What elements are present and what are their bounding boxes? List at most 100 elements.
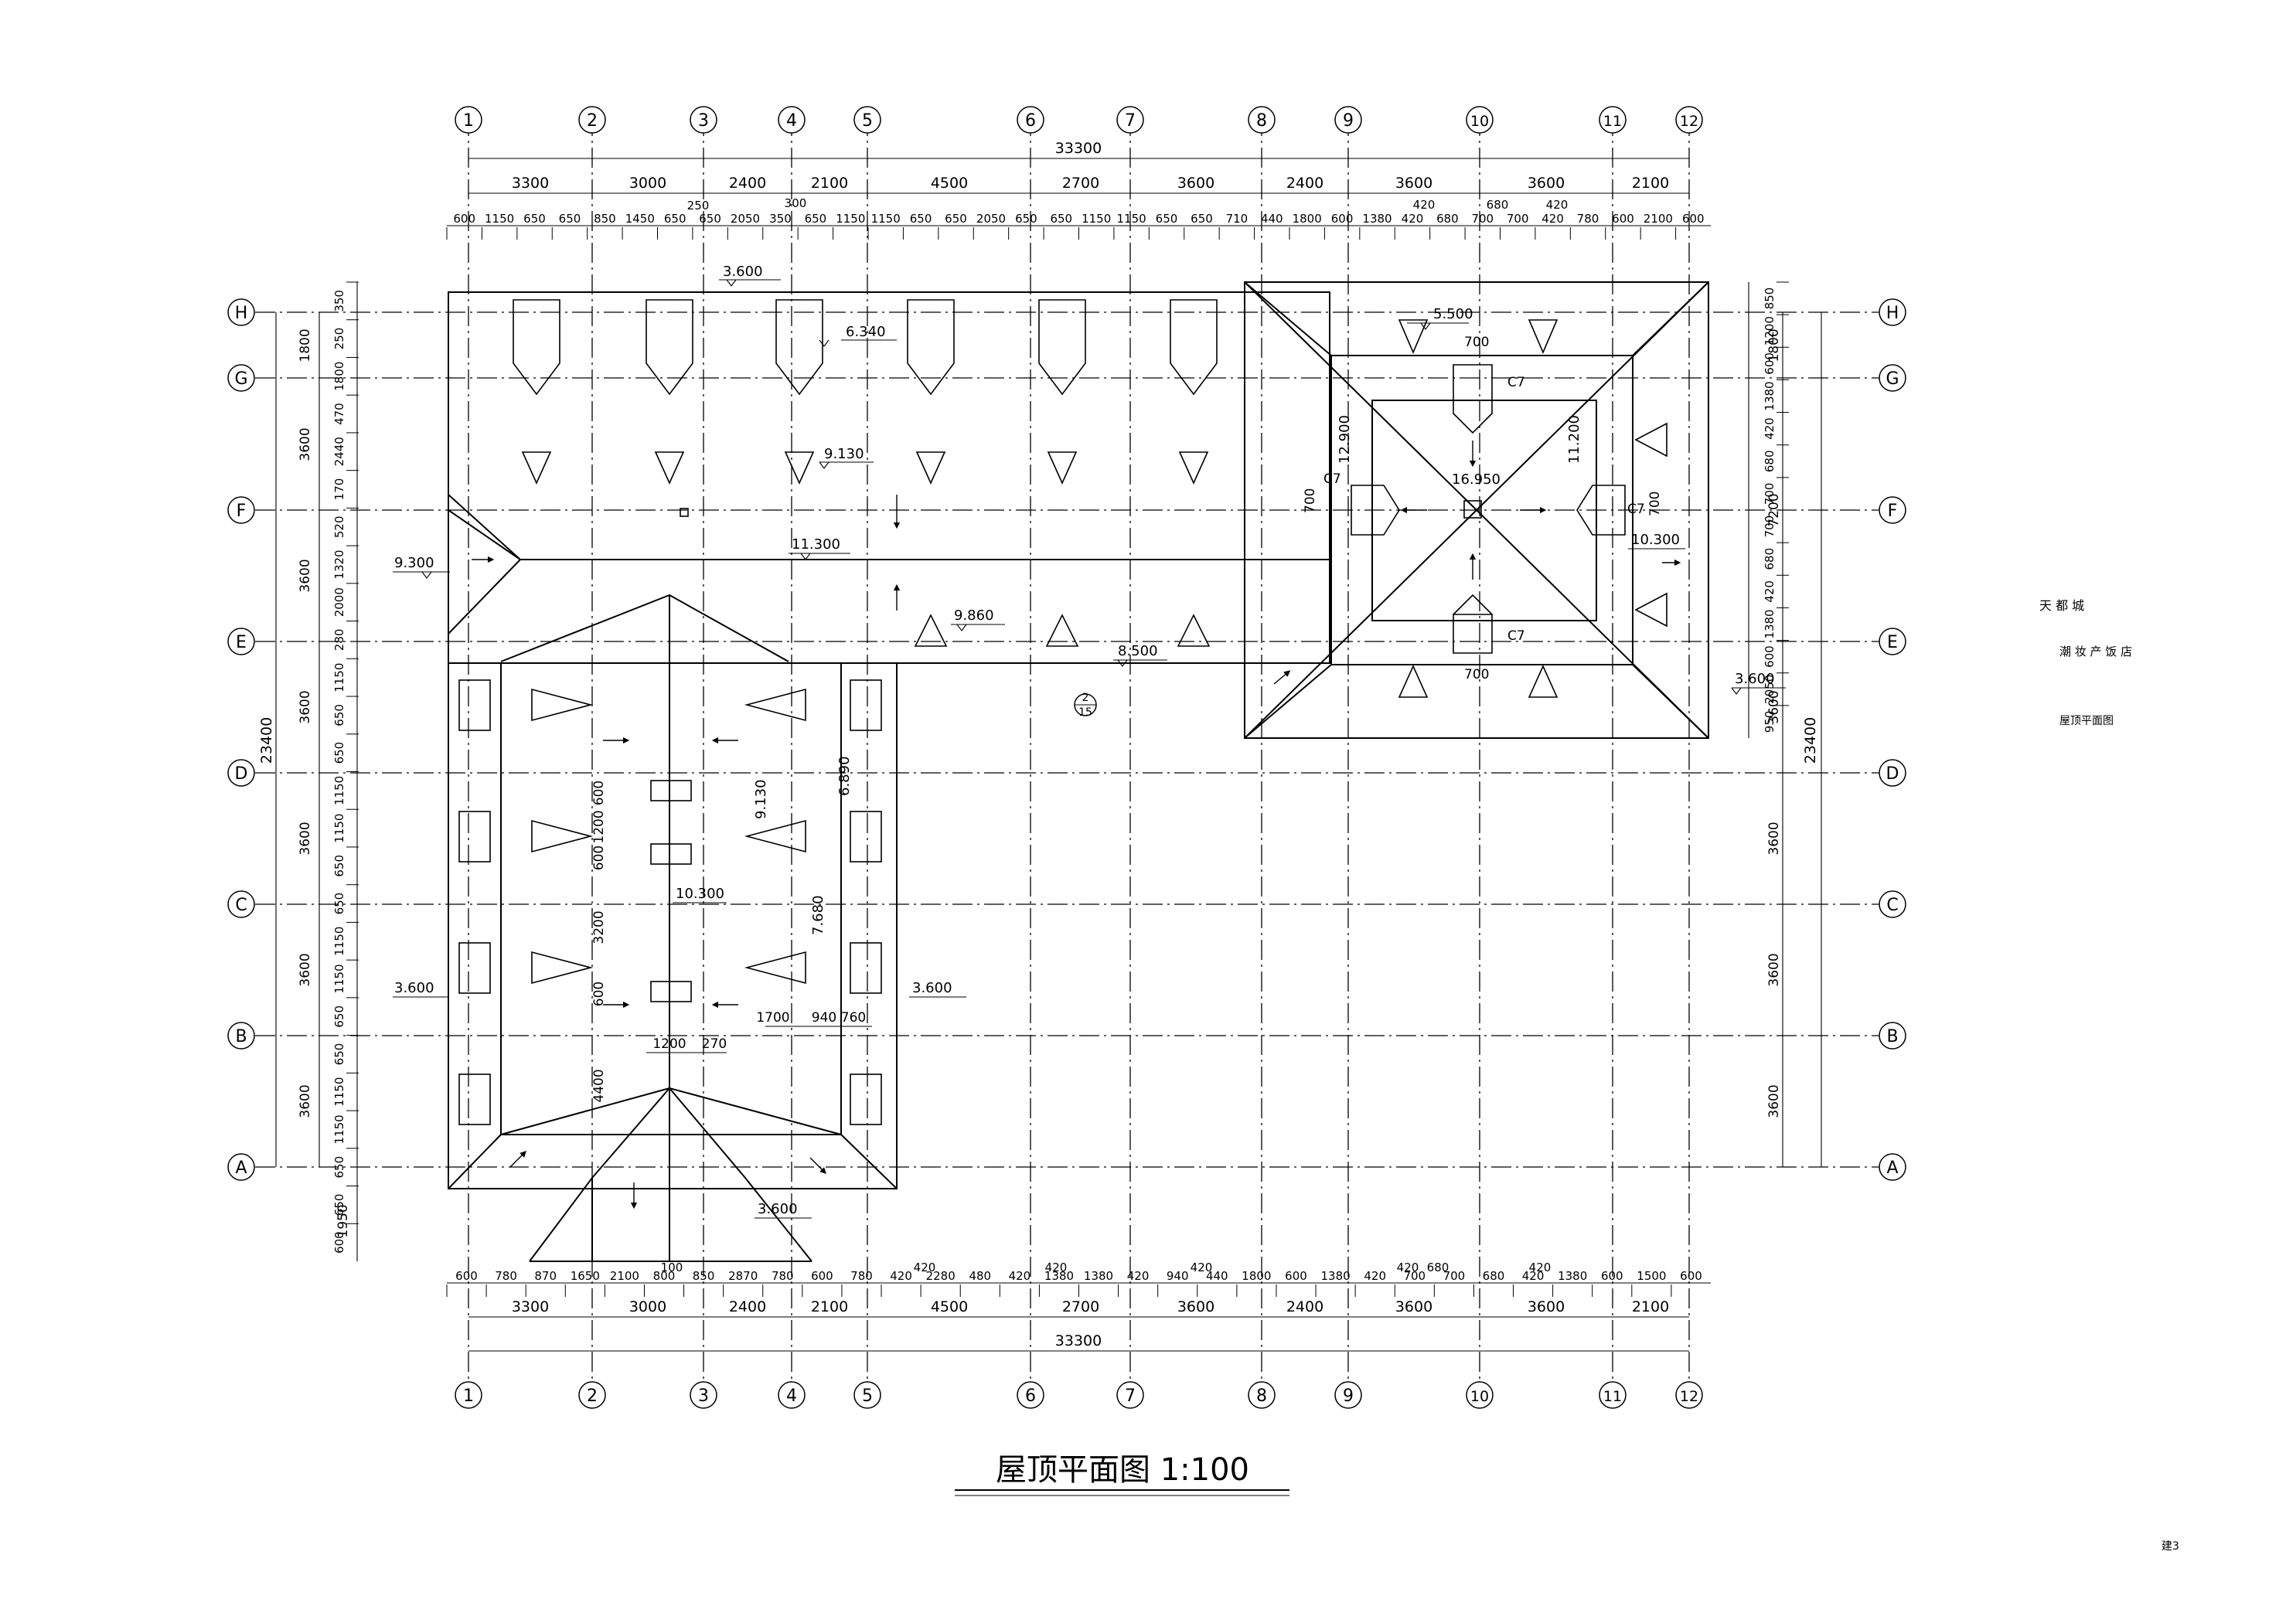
svg-text:10.300: 10.300 xyxy=(1631,532,1680,548)
inner-dim-600a: 600 xyxy=(591,781,607,805)
chain-top-label-21: 650 xyxy=(1156,212,1178,226)
tower-roof-inner xyxy=(1330,355,1633,665)
window-dim-3: 700 xyxy=(1647,492,1663,516)
chain-right-label-8: 700 xyxy=(1763,515,1777,538)
bottom-extra-100: 100 xyxy=(661,1261,683,1274)
elevation-10300-wing: 10.300 xyxy=(673,886,727,903)
chain-bottom-label-30: 600 xyxy=(1601,1269,1623,1283)
inner-dim-940: 940 xyxy=(812,1010,836,1026)
bottom-axis-dim-6: 2700 xyxy=(1062,1298,1099,1315)
chain-top-label-7: 650 xyxy=(664,212,686,226)
inner-dim-4400: 4400 xyxy=(591,1069,607,1102)
elevation-12900: 12.900 xyxy=(1337,415,1353,464)
chain-top-label-20: 1150 xyxy=(1117,212,1146,226)
chain-bottom-label-7: 850 xyxy=(693,1269,715,1283)
chain-left-label-14: 1150 xyxy=(332,776,346,805)
chain-bottom-label-28: 420 xyxy=(1522,1269,1545,1283)
chain-left-label-8: 1320 xyxy=(332,550,346,579)
bottom-axis-dim-5: 4500 xyxy=(931,1298,968,1315)
chain-right-label-1: 850 xyxy=(1763,288,1777,310)
elevation-8500: 8.500 xyxy=(1113,643,1167,667)
bottom-extra-420c: 420 xyxy=(1191,1261,1213,1274)
elevation-9130: 9.130 xyxy=(819,446,874,469)
chain-left-label-3: 1800 xyxy=(332,362,346,391)
chain-bottom-label-19: 940 xyxy=(1167,1269,1189,1283)
chain-left-label-20: 650 xyxy=(332,1005,346,1028)
axis-top-12: 12 xyxy=(1680,113,1698,130)
chain-right-label-3: 600 xyxy=(1763,352,1777,375)
chain-top-label-22: 650 xyxy=(1191,212,1213,226)
top-axis-dim-8: 2400 xyxy=(1286,175,1323,192)
svg-text:9.130: 9.130 xyxy=(824,446,864,462)
chain-bottom-label-9: 780 xyxy=(772,1269,794,1283)
axis-bubbles xyxy=(227,106,1906,1409)
axis-top-4: 4 xyxy=(786,111,797,131)
extra-dimensions: 250 300 420 680 420 100 420 420 420 420 … xyxy=(661,196,1569,1274)
right-axis-dim-2: 7200 xyxy=(1766,493,1782,526)
slope-arrows xyxy=(472,441,1681,1210)
chain-bottom-label-21: 1800 xyxy=(1242,1269,1271,1283)
axis-bottom-8: 8 xyxy=(1256,1387,1267,1406)
chain-left-label-16: 650 xyxy=(332,855,346,877)
main-roof-ridge xyxy=(448,494,1330,560)
south-wing-outline xyxy=(448,662,898,1189)
bottom-axis-dim-9: 3600 xyxy=(1395,1298,1432,1315)
chain-right-label-6: 680 xyxy=(1763,450,1777,472)
chain-bottom-label-31: 1500 xyxy=(1637,1269,1666,1283)
svg-text:10.300: 10.300 xyxy=(676,886,724,902)
svg-text:11.200: 11.200 xyxy=(1566,415,1582,464)
axis-left-A: A xyxy=(235,1159,247,1178)
chain-bottom-label-24: 420 xyxy=(1364,1269,1386,1283)
chain-top-label-5: 850 xyxy=(594,212,616,226)
axis-top-9: 9 xyxy=(1343,111,1354,131)
chain-bottom-label-5: 2100 xyxy=(610,1269,639,1283)
axis-top-11: 11 xyxy=(1603,113,1622,130)
svg-text:9.300: 9.300 xyxy=(394,555,434,571)
chain-bottom-label-27: 680 xyxy=(1483,1269,1505,1283)
slope-triangles xyxy=(521,319,1667,985)
elevation-3600-top: 3.600 xyxy=(719,264,781,287)
window-tag-3: C7 xyxy=(1627,502,1645,517)
chain-bottom-label-22: 600 xyxy=(1285,1269,1307,1283)
project-name: 天 都 城 xyxy=(2039,598,2085,613)
right-axis-dim-3: 3600 xyxy=(1766,690,1782,723)
chain-top-label-13: 1150 xyxy=(871,212,901,226)
chain-top-label-1: 600 xyxy=(453,212,475,226)
window-tags: C7 C7 C7 C7 700 700 700 700 xyxy=(1303,335,1663,682)
chain-right-label-12: 600 xyxy=(1763,645,1777,668)
chain-top-label-32: 420 xyxy=(1541,212,1564,226)
chain-top-label-4: 650 xyxy=(559,212,581,226)
chain-left-label-19: 1150 xyxy=(332,964,346,993)
bottom-extra-420d: 420 xyxy=(1397,1261,1419,1274)
chain-right-label-10: 420 xyxy=(1763,580,1777,603)
axis-top-2: 2 xyxy=(587,111,598,131)
axis-left-H: H xyxy=(235,304,248,323)
svg-text:3.600: 3.600 xyxy=(758,1201,798,1217)
chain-right-label-14: 950 xyxy=(1763,711,1777,733)
chain-bottom-label-10: 600 xyxy=(811,1269,833,1283)
chain-top-label-30: 700 xyxy=(1471,212,1494,226)
top-axis-dim-6: 2700 xyxy=(1062,175,1099,192)
chain-top-label-27: 1380 xyxy=(1362,212,1392,226)
chain-right-label-9: 680 xyxy=(1763,548,1777,570)
chain-left-label-26: 600 xyxy=(332,1231,346,1254)
bottom-axis-dim-7: 3600 xyxy=(1177,1298,1214,1315)
axis-bottom-9: 9 xyxy=(1343,1387,1354,1406)
elevation-11200: 11.200 xyxy=(1566,415,1582,464)
axis-labels: 1 2 3 4 5 6 7 8 9 10 11 12 1 2 3 4 5 6 7… xyxy=(234,111,1899,1406)
chain-bottom-label-12: 420 xyxy=(890,1269,912,1283)
chain-right-label-13: 2050 xyxy=(1763,675,1777,704)
axis-right-A: A xyxy=(1886,1159,1898,1178)
dormers xyxy=(458,299,1626,1125)
axis-right-C: C xyxy=(1886,896,1898,915)
chain-left-label-13: 650 xyxy=(332,742,346,764)
top-extra-300: 300 xyxy=(785,196,807,210)
chain-top-label-11: 650 xyxy=(805,212,827,226)
left-extra-dim-1950: 1950 xyxy=(336,1204,351,1237)
grid-lines xyxy=(255,116,1886,1391)
chain-top-label-35: 2100 xyxy=(1644,212,1673,226)
chain-top-label-17: 650 xyxy=(1015,212,1037,226)
chain-left-label-17: 650 xyxy=(332,893,346,915)
top-extra-420: 420 xyxy=(1413,198,1436,212)
inner-dim-600c: 600 xyxy=(591,982,607,1006)
